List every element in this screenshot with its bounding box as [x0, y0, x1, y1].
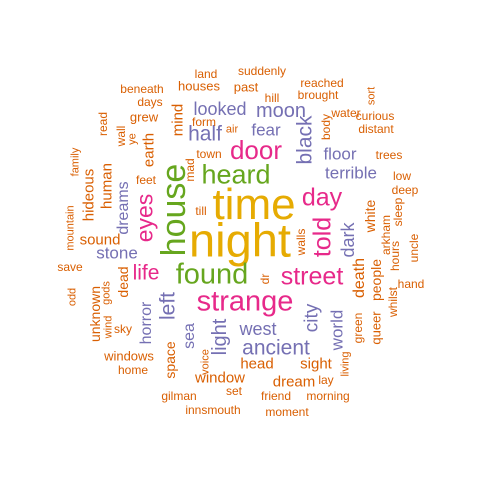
- word-night: night: [189, 213, 291, 267]
- word-days: days: [137, 95, 163, 109]
- word-water: water: [331, 106, 361, 120]
- word-living: living: [339, 351, 352, 377]
- word-innsmouth: innsmouth: [185, 403, 241, 417]
- word-sea: sea: [181, 323, 198, 349]
- word-mind: mind: [169, 103, 187, 137]
- word-white: white: [362, 199, 378, 233]
- word-looked: looked: [193, 99, 247, 119]
- word-mountain: mountain: [64, 205, 77, 251]
- word-feet: feet: [135, 173, 157, 187]
- word-home: home: [117, 363, 149, 377]
- word-sight: sight: [300, 355, 332, 373]
- word-sound: sound: [79, 231, 121, 249]
- word-walls: walls: [294, 228, 308, 256]
- word-windows: windows: [104, 348, 154, 364]
- word-save: save: [57, 260, 83, 274]
- word-floor: floor: [323, 144, 357, 164]
- word-beneath: beneath: [120, 82, 164, 96]
- word-black: black: [293, 115, 317, 165]
- word-window: window: [194, 369, 246, 387]
- word-family: family: [69, 147, 82, 177]
- word-ancient: ancient: [242, 336, 310, 360]
- word-dead: dead: [115, 266, 131, 298]
- word-strange: strange: [196, 285, 294, 318]
- word-wall: wall: [114, 125, 128, 147]
- word-stone: stone: [96, 243, 138, 263]
- word-odd: odd: [66, 287, 79, 307]
- word-heard: heard: [201, 159, 271, 190]
- word-gods: gods: [100, 281, 113, 305]
- word-land: land: [194, 67, 218, 81]
- word-human: human: [98, 163, 116, 209]
- word-reached: reached: [300, 76, 344, 90]
- word-sort: sort: [365, 86, 378, 106]
- word-low: low: [392, 169, 412, 183]
- word-world: world: [327, 309, 347, 351]
- word-curious: curious: [355, 109, 395, 123]
- word-deep: deep: [391, 183, 419, 197]
- word-dreams: dreams: [115, 181, 132, 235]
- word-space: space: [162, 341, 178, 379]
- word-hours: hours: [388, 240, 402, 272]
- word-read: read: [96, 111, 110, 137]
- word-earth: earth: [140, 132, 158, 168]
- word-dream: dream: [272, 373, 316, 391]
- word-trees: trees: [375, 148, 403, 162]
- word-hill: hill: [264, 91, 280, 105]
- word-morning: morning: [306, 389, 350, 403]
- word-wind: wind: [102, 315, 115, 339]
- word-set: set: [225, 384, 243, 398]
- word-houses: houses: [178, 78, 220, 94]
- word-uncle: uncle: [407, 233, 421, 263]
- word-death: death: [351, 257, 368, 299]
- word-town: town: [196, 147, 222, 161]
- word-terrible: terrible: [325, 163, 377, 183]
- word-gilman: gilman: [161, 389, 197, 403]
- word-horror: horror: [138, 301, 155, 345]
- word-hideous: hideous: [80, 168, 98, 222]
- word-told: told: [308, 216, 337, 258]
- word-street: street: [280, 262, 344, 291]
- word-life: life: [132, 261, 160, 285]
- word-lay: lay: [318, 373, 334, 387]
- word-till: till: [195, 204, 207, 218]
- word-green: green: [351, 312, 365, 344]
- word-distant: distant: [358, 122, 394, 136]
- word-left: left: [156, 291, 180, 321]
- word-queer: queer: [368, 311, 384, 345]
- word-moment: moment: [265, 405, 309, 419]
- word-people: people: [368, 258, 384, 302]
- word-moon: moon: [255, 100, 307, 122]
- word-past: past: [233, 79, 259, 95]
- word-voice: voice: [199, 349, 212, 375]
- word-day: day: [301, 183, 343, 212]
- word-fear: fear: [251, 120, 281, 140]
- word-door: door: [229, 135, 283, 165]
- word-half: half: [188, 122, 222, 146]
- word-friend: friend: [260, 389, 292, 403]
- word-eyes: eyes: [131, 193, 158, 243]
- word-sleep: sleep: [391, 197, 405, 227]
- word-body: body: [319, 113, 333, 141]
- word-time: time: [212, 180, 296, 229]
- word-light: light: [209, 318, 231, 356]
- word-grew: grew: [129, 109, 159, 125]
- word-sky: sky: [114, 322, 132, 336]
- word-dr: dr: [258, 273, 272, 285]
- word-suddenly: suddenly: [237, 64, 287, 78]
- word-dark: dark: [338, 222, 358, 258]
- word-form: form: [192, 115, 216, 129]
- word-whilst: whilst: [386, 286, 400, 318]
- word-head: head: [240, 355, 274, 373]
- word-found: found: [175, 258, 249, 291]
- word-air: air: [225, 123, 239, 136]
- word-city: city: [301, 303, 323, 333]
- word-ye: ye: [126, 133, 139, 145]
- word-west: west: [239, 319, 277, 339]
- word-hand: hand: [397, 277, 425, 291]
- word-mad: mad: [183, 158, 197, 182]
- word-brought: brought: [297, 88, 339, 102]
